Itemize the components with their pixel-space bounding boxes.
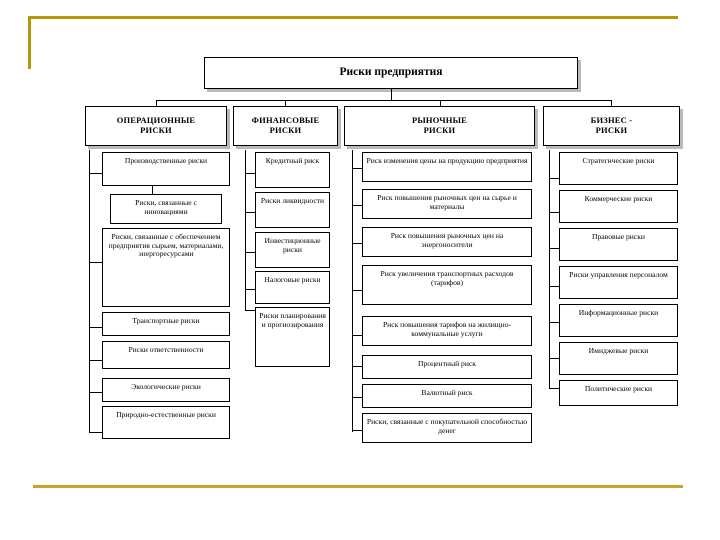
leaf-mkt-7: Валютный риск bbox=[362, 384, 532, 408]
category-header-business: БИЗНЕС - РИСКИ bbox=[543, 106, 680, 146]
connector-drop-business bbox=[611, 100, 612, 106]
leaf-fin-2: Риски ликвидности bbox=[255, 192, 330, 228]
decorative-top-rule bbox=[28, 16, 678, 19]
connector-branch-fin-5 bbox=[245, 310, 255, 311]
connector-branch-mkt-2 bbox=[352, 205, 362, 206]
category-header-operational-line1: ОПЕРАЦИОННЫЕ bbox=[116, 115, 196, 126]
leaf-biz-7: Политические риски bbox=[559, 380, 678, 406]
category-header-business-line1: БИЗНЕС - bbox=[590, 115, 633, 126]
leaf-mkt-8: Риски, связанные с покупательной способн… bbox=[362, 413, 532, 443]
leaf-op-1: Производственные риски bbox=[102, 152, 230, 186]
connector-branch-op-5 bbox=[89, 360, 102, 361]
connector-drop-market bbox=[440, 100, 441, 106]
leaf-op-6: Экологические риски bbox=[102, 378, 230, 402]
connector-branch-op-6 bbox=[89, 392, 102, 393]
connector-branch-fin-3 bbox=[245, 252, 255, 253]
category-header-operational: ОПЕРАЦИОННЫЕ РИСКИ bbox=[85, 106, 227, 146]
category-header-financial-line2: РИСКИ bbox=[269, 125, 302, 135]
leaf-op-5: Риски ответственности bbox=[102, 341, 230, 369]
leaf-biz-3: Правовые риски bbox=[559, 228, 678, 261]
leaf-mkt-2: Риск повышения рыночных цен на сырье и м… bbox=[362, 189, 532, 219]
decorative-left-rule bbox=[28, 16, 31, 69]
decorative-bottom-rule bbox=[33, 485, 683, 488]
leaf-op-7: Природно-естественные риски bbox=[102, 406, 230, 439]
connector-branch-mkt-8 bbox=[352, 430, 362, 431]
connector-branch-mkt-3 bbox=[352, 243, 362, 244]
leaf-biz-4: Риски управления персоналом bbox=[559, 266, 678, 299]
category-header-operational-line2: РИСКИ bbox=[140, 125, 172, 135]
leaf-op-2: Риски, связанные с инновациями bbox=[110, 194, 222, 224]
leaf-mkt-1: Риск изменения цены на продукцию предпри… bbox=[362, 152, 532, 182]
leaf-mkt-3: Риск повышения рыночных цен на энергонос… bbox=[362, 227, 532, 257]
leaf-biz-2: Коммерческие риски bbox=[559, 190, 678, 223]
leaf-op-4: Транспортные риски bbox=[102, 312, 230, 336]
leaf-fin-1: Кредитный риск bbox=[255, 152, 330, 188]
connector-branch-fin-4 bbox=[245, 289, 255, 290]
category-header-financial-line1: ФИНАНСОВЫЕ bbox=[251, 115, 320, 126]
connector-branch-mkt-4 bbox=[352, 290, 362, 291]
connector-branch-fin-1 bbox=[245, 173, 255, 174]
leaf-mkt-6: Процентный риск bbox=[362, 355, 532, 379]
connector-branch-op-7 bbox=[89, 432, 102, 433]
category-header-financial: ФИНАНСОВЫЕ РИСКИ bbox=[233, 106, 338, 146]
leaf-fin-4: Налоговые риски bbox=[255, 271, 330, 304]
connector-branch-biz-3 bbox=[549, 248, 559, 249]
connector-branch-fin-2 bbox=[245, 212, 255, 213]
connector-branch-mkt-6 bbox=[352, 366, 362, 367]
category-header-market: РЫНОЧНЫЕ РИСКИ bbox=[344, 106, 535, 146]
leaf-op-3: Риски, связанные с обеспечением предприя… bbox=[102, 228, 230, 307]
leaf-mkt-4: Риск увеличения транспортных расходов (т… bbox=[362, 265, 532, 305]
connector-branch-biz-2 bbox=[549, 212, 559, 213]
connector-drop-financial bbox=[285, 100, 286, 106]
connector-branch-mkt-1 bbox=[352, 168, 362, 169]
category-header-market-line1: РЫНОЧНЫЕ bbox=[411, 115, 467, 126]
leaf-fin-3: Инвестиционные риски bbox=[255, 232, 330, 268]
connector-branch-op-3 bbox=[89, 262, 102, 263]
connector-op-1-to-2 bbox=[152, 186, 153, 194]
connector-branch-biz-5 bbox=[549, 322, 559, 323]
leaf-fin-5: Риски планирования и прогнозирования bbox=[255, 307, 330, 367]
page-title: Риски предприятия bbox=[339, 66, 443, 79]
connector-branch-mkt-7 bbox=[352, 397, 362, 398]
leaf-mkt-5: Риск повышения тарифов на жилищно-коммун… bbox=[362, 316, 532, 346]
connector-root-stem bbox=[391, 89, 392, 101]
connector-branch-mkt-5 bbox=[352, 335, 362, 336]
root-title-box: Риски предприятия bbox=[204, 57, 578, 89]
leaf-biz-6: Имиджевые риски bbox=[559, 342, 678, 375]
connector-branch-op-4 bbox=[89, 327, 102, 328]
connector-spine-business bbox=[549, 150, 550, 388]
connector-spine-operational bbox=[89, 150, 90, 432]
leaf-biz-1: Стратегические риски bbox=[559, 152, 678, 185]
leaf-biz-5: Информационные риски bbox=[559, 304, 678, 337]
connector-branch-biz-7 bbox=[549, 388, 559, 389]
category-header-business-line2: РИСКИ bbox=[595, 125, 628, 135]
connector-root-bus bbox=[156, 100, 612, 101]
connector-branch-biz-1 bbox=[549, 178, 559, 179]
connector-spine-market bbox=[352, 150, 353, 432]
connector-spine-financial bbox=[245, 150, 246, 310]
category-header-market-line2: РИСКИ bbox=[423, 125, 456, 135]
connector-drop-operational bbox=[156, 100, 157, 106]
connector-branch-biz-6 bbox=[549, 358, 559, 359]
connector-branch-biz-4 bbox=[549, 286, 559, 287]
connector-branch-op-1 bbox=[89, 173, 102, 174]
